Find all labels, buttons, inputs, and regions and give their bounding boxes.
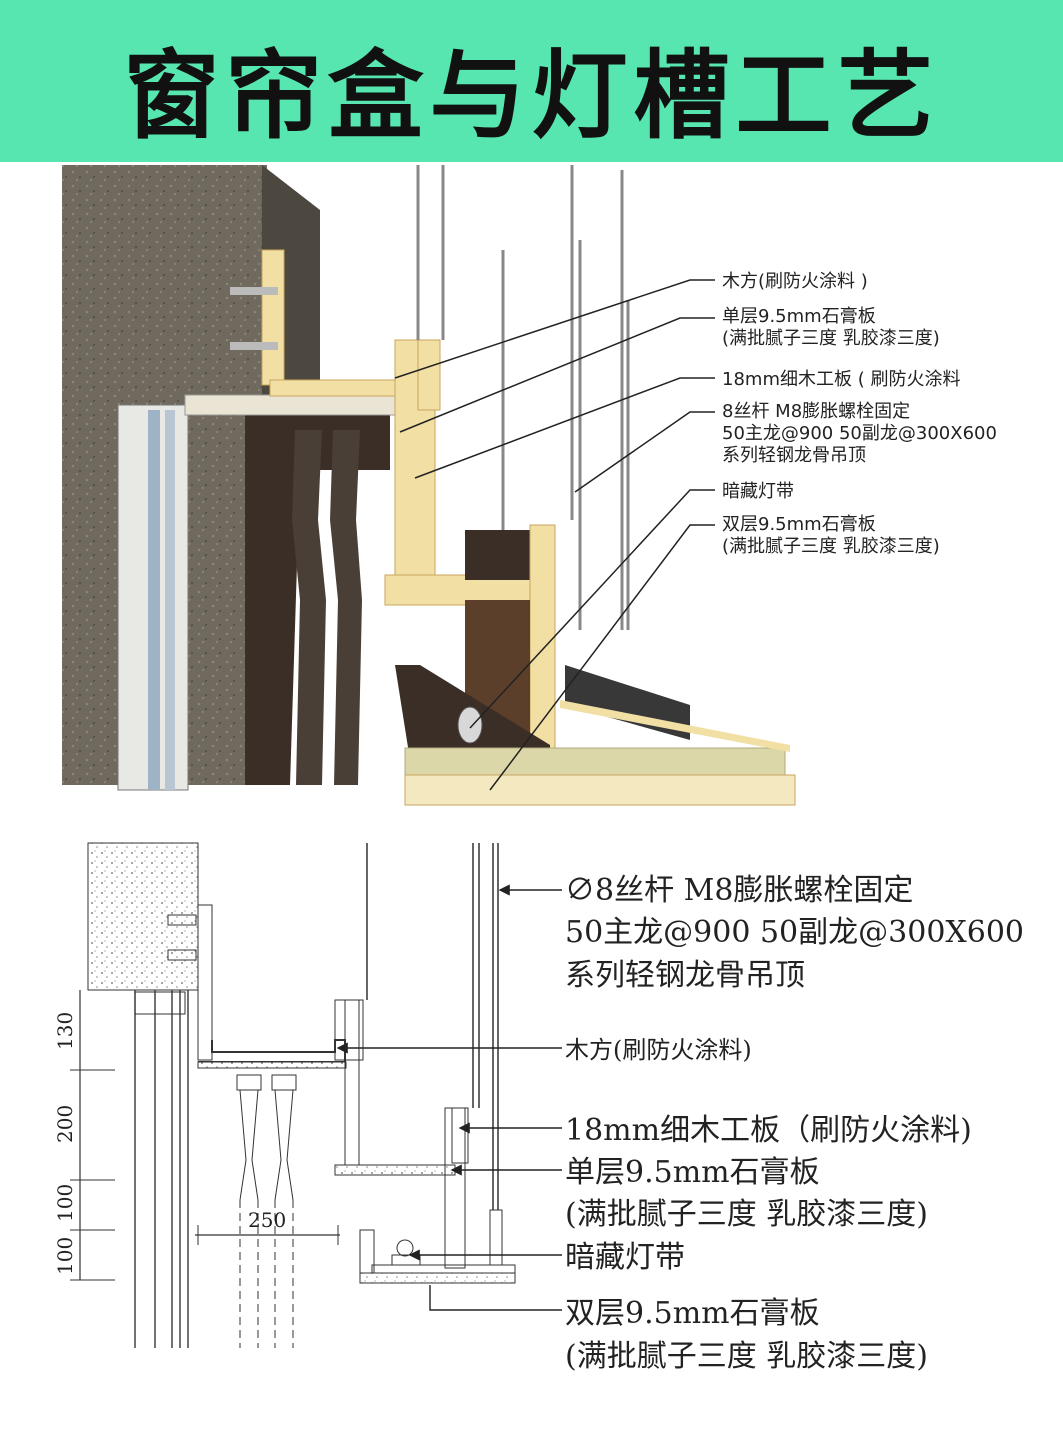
double-gypsum bbox=[404, 774, 796, 806]
curtain-symbol bbox=[239, 1089, 294, 1201]
window-glass bbox=[148, 410, 160, 790]
top-label-double-gypsum: 双层9.5mm石膏板 bbox=[722, 513, 876, 535]
page-title: 窗帘盒与灯槽工艺 bbox=[123, 40, 940, 152]
bottom-label-rod: ∅8丝杆 M8膨胀螺栓固定 bbox=[565, 873, 913, 908]
bottom-label-double-gypsum-note: (满批腻子三度 乳胶漆三度) bbox=[565, 1339, 928, 1374]
top-label-double-gypsum-note: (满批腻子三度 乳胶漆三度) bbox=[722, 536, 940, 557]
dim-width: 250 bbox=[248, 1208, 286, 1232]
wall-timber bbox=[261, 249, 285, 386]
bottom-label-double-gypsum: 双层9.5mm石膏板 bbox=[565, 1296, 820, 1331]
dim-200: 200 bbox=[53, 1105, 77, 1143]
dim-130: 130 bbox=[53, 1012, 77, 1050]
top-label-plywood: 18mm细木工板 ( 刷防火涂料 bbox=[722, 369, 960, 390]
concrete-section bbox=[87, 842, 199, 991]
top-label-single-gypsum-note: (满批腻子三度 乳胶漆三度) bbox=[722, 328, 940, 349]
top-label-keel: 50主龙@900 50副龙@300X600 bbox=[722, 423, 997, 444]
bottom-label-led: 暗藏灯带 bbox=[565, 1240, 685, 1275]
pocket-shadow bbox=[245, 412, 390, 785]
bottom-label-timber: 木方(刷防火涂料) bbox=[565, 1036, 752, 1064]
dim-100a: 100 bbox=[53, 1184, 77, 1222]
bottom-label-ceiling: 系列轻钢龙骨吊顶 bbox=[565, 958, 805, 993]
bottom-labels: ∅8丝杆 M8膨胀螺栓固定 50主龙@900 50副龙@300X600 系列轻钢… bbox=[565, 873, 1024, 1374]
bottom-label-keel: 50主龙@900 50副龙@300X600 bbox=[565, 915, 1024, 950]
top-labels: 木方(刷防火涂料 ) 单层9.5mm石膏板 (满批腻子三度 乳胶漆三度) 18m… bbox=[722, 271, 997, 557]
top-leaders bbox=[394, 279, 715, 791]
bottom-label-single-gypsum: 单层9.5mm石膏板 bbox=[565, 1155, 820, 1190]
curtain-right bbox=[330, 430, 362, 785]
title-banner: 窗帘盒与灯槽工艺 bbox=[0, 0, 1063, 162]
top-label-led: 暗藏灯带 bbox=[722, 481, 794, 502]
led-strip bbox=[457, 706, 483, 744]
curtain-box-top bbox=[184, 394, 396, 416]
dim-100b: 100 bbox=[53, 1237, 77, 1275]
bottom-label-single-gypsum-note: (满批腻子三度 乳胶漆三度) bbox=[565, 1197, 928, 1232]
top-label-timber: 木方(刷防火涂料 ) bbox=[722, 271, 868, 292]
top-label-ceiling: 系列轻钢龙骨吊顶 bbox=[722, 445, 866, 466]
led-symbol bbox=[396, 1239, 414, 1257]
bottom-label-plywood: 18mm细木工板（刷防火涂料) bbox=[565, 1113, 972, 1148]
curtain-left bbox=[292, 430, 326, 785]
bottom-leaders bbox=[336, 884, 562, 1311]
window-head bbox=[134, 991, 186, 1015]
illustration-3d bbox=[62, 165, 796, 806]
top-label-rod: 8丝杆 M8膨胀螺栓固定 bbox=[722, 401, 910, 422]
concrete-wall-upper bbox=[62, 165, 267, 405]
section-drawing: 250 130 200 100 100 bbox=[53, 842, 516, 1348]
top-label-single-gypsum: 单层9.5mm石膏板 bbox=[722, 305, 876, 327]
